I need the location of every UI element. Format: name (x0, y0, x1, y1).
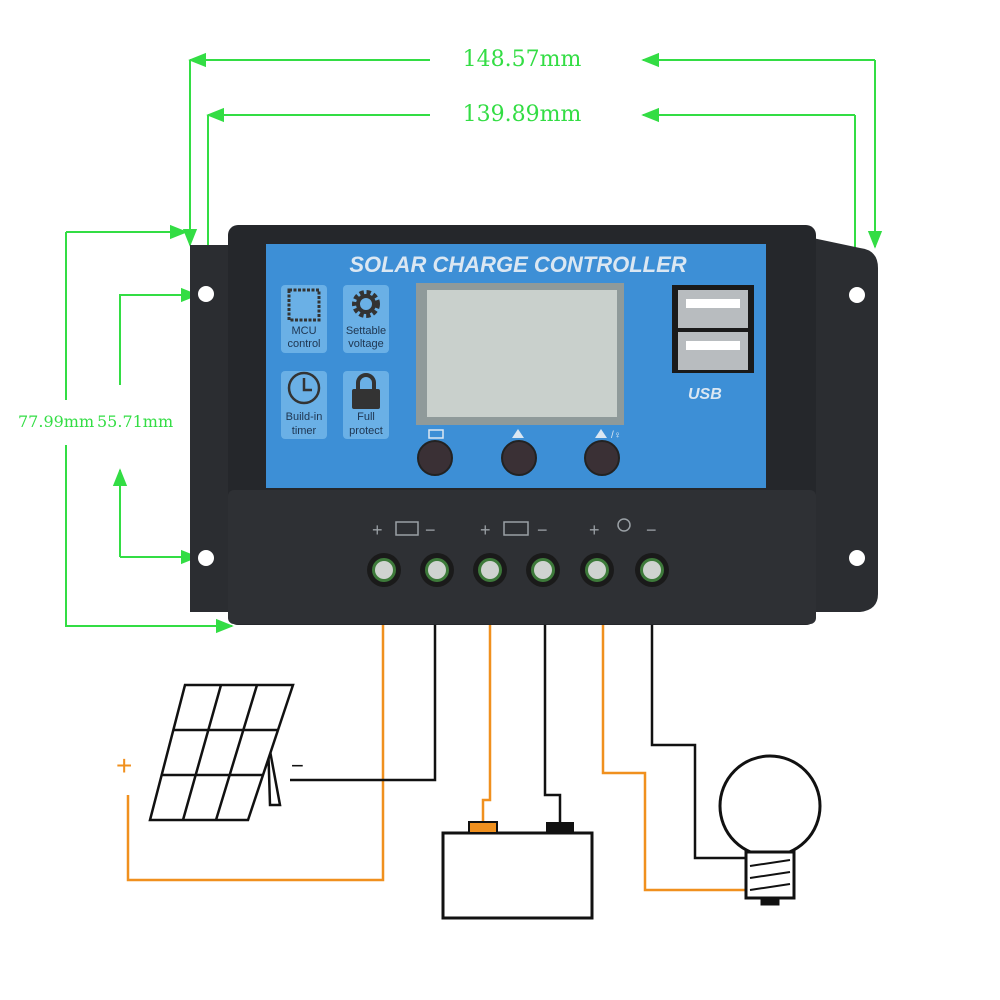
svg-text:voltage: voltage (348, 338, 383, 350)
svg-text:control: control (287, 338, 320, 350)
svg-text:−: − (425, 520, 436, 540)
light-bulb-icon (718, 754, 822, 906)
feature-full-protect: Full protect (343, 371, 389, 439)
menu-button[interactable] (417, 429, 453, 476)
battery-negative-wire (543, 625, 562, 822)
device-title: SOLAR CHARGE CONTROLLER (349, 252, 686, 277)
svg-text:−: − (537, 520, 548, 540)
hole-spacing-width-label: 139.89mm (463, 102, 582, 127)
terminal-block (228, 490, 816, 624)
svg-text:MCU: MCU (291, 325, 316, 337)
svg-text:+: + (372, 520, 383, 540)
mount-hole (849, 550, 865, 566)
feature-settable-voltage: Settable voltage (343, 285, 389, 353)
wiring (126, 625, 748, 892)
svg-text:timer: timer (292, 425, 317, 437)
mount-hole (849, 287, 865, 303)
svg-text:Full: Full (357, 411, 375, 423)
chip-icon (287, 288, 321, 322)
solar-negative-wire (290, 625, 437, 782)
triangle-up-icon (512, 429, 524, 438)
terminal-screws[interactable] (367, 553, 669, 587)
load-bulb-symbol-icon (617, 518, 631, 532)
screen-icon (428, 429, 444, 439)
usb-label: USB (688, 386, 722, 403)
dimension-lines (65, 52, 883, 634)
controller-device: SOLAR CHARGE CONTROLLER MCU control Sett… (190, 225, 878, 625)
svg-text:Settable: Settable (346, 325, 386, 337)
svg-text:Build-in: Build-in (286, 411, 323, 423)
battery-positive-wire (481, 625, 492, 822)
svg-text:+: + (480, 520, 491, 540)
overall-width-label: 148.57mm (463, 47, 582, 72)
load-positive-wire (601, 625, 748, 892)
feature-build-in-timer: Build-in timer (281, 371, 327, 439)
triangle-up-icon (595, 429, 607, 438)
solar-panel-icon (148, 683, 295, 822)
clock-icon (287, 371, 321, 405)
lock-icon (352, 373, 380, 409)
overall-height-label: 77.99mm (18, 412, 94, 431)
usb-ports[interactable] (672, 285, 754, 373)
svg-text:protect: protect (349, 425, 383, 437)
gear-icon (352, 290, 380, 318)
lcd-screen (427, 290, 617, 417)
bulb-icon: /♀ (611, 430, 621, 441)
up-button[interactable] (501, 429, 537, 476)
battery-symbol-icon (503, 521, 529, 536)
svg-text:+: + (589, 520, 600, 540)
up-light-button[interactable]: /♀ (584, 429, 621, 476)
load-negative-wire (650, 625, 748, 860)
mount-hole (198, 550, 214, 566)
mount-hole (198, 286, 214, 302)
left-mounting-flange (190, 245, 235, 612)
terminal-labels: + − + − + − (372, 518, 657, 540)
solar-negative-label: − (291, 753, 304, 778)
solar-panel-symbol-icon (395, 521, 419, 536)
hole-spacing-height-label: 55.71mm (97, 412, 173, 431)
battery-icon (441, 821, 594, 920)
right-mounting-flange (808, 237, 878, 612)
svg-text:−: − (646, 520, 657, 540)
solar-positive-wire (126, 625, 385, 882)
solar-positive-label: + (116, 750, 132, 781)
feature-mcu-control: MCU control (281, 285, 327, 353)
